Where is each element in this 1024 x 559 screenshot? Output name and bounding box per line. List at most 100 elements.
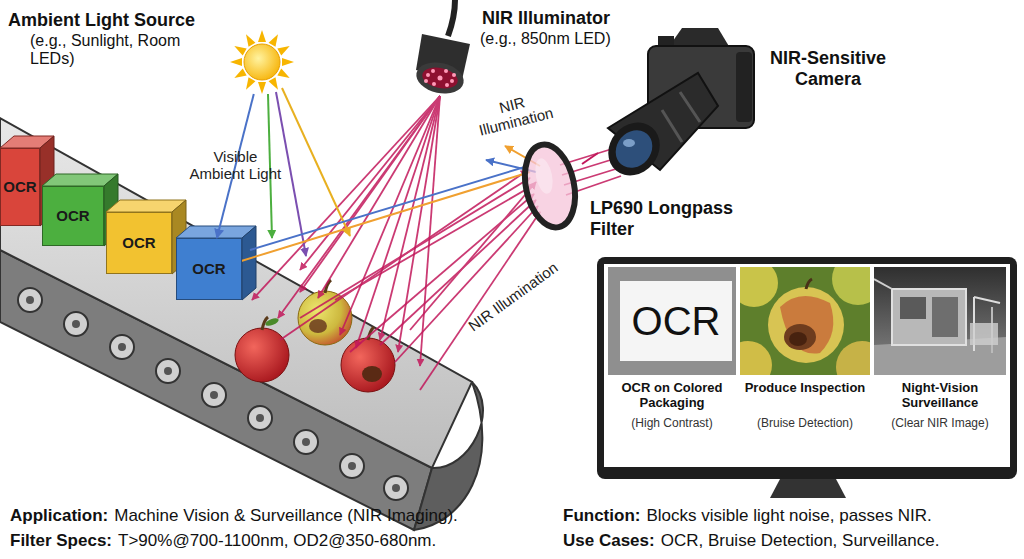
spec-row: Function:Blocks visible light noise, pas… bbox=[563, 506, 932, 526]
longpass-filter-art bbox=[518, 138, 582, 234]
roller-hub bbox=[164, 367, 172, 375]
screen-panel-art bbox=[806, 279, 812, 289]
screen-panel-art bbox=[874, 267, 1006, 375]
longpass-filter-art bbox=[532, 157, 555, 196]
filter-title: LP690 Longpass Filter bbox=[590, 198, 740, 239]
spec-row: Filter Specs: T>90%@700-1100nm, OD2@350-6… bbox=[10, 531, 436, 551]
box-side-face bbox=[242, 226, 256, 300]
belt-roller bbox=[248, 406, 272, 430]
screen-panel-art bbox=[932, 297, 958, 337]
illuminator-cable bbox=[448, 0, 455, 36]
illuminator-note: (e.g., 850nm LED) bbox=[480, 30, 611, 48]
box-label: OCR bbox=[43, 187, 103, 245]
roller-hub bbox=[210, 391, 218, 399]
screen-panel-art bbox=[900, 297, 926, 319]
belt-roller bbox=[156, 359, 180, 383]
camera: NIR-Sensitive Camera bbox=[598, 18, 758, 178]
nir-illuminator-art bbox=[452, 73, 456, 77]
package-box: OCR bbox=[0, 148, 40, 226]
camera-art bbox=[623, 139, 635, 147]
spec-key: Use Cases: bbox=[563, 531, 655, 551]
light-source-art bbox=[258, 82, 266, 94]
screen-panel-art bbox=[780, 296, 833, 354]
nir-ray bbox=[398, 96, 440, 352]
camera-art bbox=[662, 110, 682, 142]
nir-ray bbox=[318, 96, 440, 298]
roller-hub bbox=[392, 484, 400, 492]
roller-hub bbox=[302, 438, 310, 446]
spec-row: Application:Machine Vision & Surveillanc… bbox=[10, 506, 458, 526]
panel-subcaption: (Clear NIR Image) bbox=[874, 417, 1006, 431]
screen-panel-art bbox=[874, 279, 892, 289]
nir-illuminator-art bbox=[408, 30, 480, 102]
nir-illuminator-art bbox=[413, 58, 466, 97]
apple bbox=[264, 317, 279, 327]
package-box: OCR bbox=[42, 186, 104, 246]
screen-panel-art bbox=[740, 341, 772, 375]
spec-key: Filter Specs: bbox=[10, 531, 112, 551]
light-source-art bbox=[230, 30, 294, 94]
spec-key: Application: bbox=[10, 506, 108, 526]
nir-illuminator-art bbox=[431, 69, 435, 73]
screen-panel-art bbox=[608, 267, 736, 375]
light-source-art bbox=[230, 58, 242, 66]
panel-caption: Night-Vision Surveillance bbox=[874, 381, 1006, 411]
light-source-art bbox=[258, 30, 266, 42]
package-box: OCR bbox=[106, 212, 172, 274]
ocr-sample: OCR bbox=[620, 281, 732, 361]
longpass-filter-art bbox=[518, 138, 582, 234]
belt-roller bbox=[202, 383, 226, 407]
light-source-art bbox=[243, 77, 256, 91]
light-source-art bbox=[269, 32, 282, 46]
camera-art bbox=[608, 123, 660, 175]
light-source-art bbox=[230, 30, 294, 94]
light-source-art bbox=[243, 32, 256, 46]
package-box: OCR bbox=[176, 238, 242, 300]
roller-hub bbox=[348, 462, 356, 470]
camera-title: NIR-Sensitive Camera bbox=[762, 48, 894, 89]
light-source-art bbox=[230, 30, 294, 94]
visible-ray bbox=[282, 88, 350, 236]
screen-panel-art bbox=[836, 341, 870, 375]
camera-art bbox=[736, 52, 752, 122]
nir-ray bbox=[252, 96, 440, 366]
screen-panel-art bbox=[974, 297, 1000, 303]
nir-illuminator-art bbox=[420, 64, 459, 91]
screen-panel: Produce Inspection(Bruise Detection) bbox=[740, 267, 870, 461]
longpass-filter-art bbox=[518, 140, 582, 232]
monitor bbox=[604, 264, 1010, 467]
light-source-art bbox=[232, 43, 246, 56]
nir-ray bbox=[420, 96, 440, 366]
ray-label: NIR Illumination bbox=[447, 246, 578, 348]
ray-label: NIR Illumination bbox=[463, 85, 564, 142]
apple bbox=[298, 291, 352, 345]
panel-subcaption: (Bruise Detection) bbox=[740, 417, 870, 431]
apple bbox=[341, 338, 395, 392]
belt-roller bbox=[64, 312, 88, 336]
light-source-art bbox=[282, 58, 294, 66]
belt-roller bbox=[18, 288, 408, 500]
screen-panel-art bbox=[874, 267, 1006, 375]
spec-value: Blocks visible light noise, passes NIR. bbox=[646, 506, 931, 526]
screen-panel-art bbox=[892, 289, 966, 345]
belt-roller bbox=[110, 335, 134, 359]
illuminator-title: NIR Illuminator bbox=[482, 8, 610, 29]
belt-roller bbox=[18, 288, 42, 312]
reflected-ray bbox=[335, 186, 532, 300]
screen-panel-art bbox=[768, 287, 844, 363]
camera-art bbox=[598, 18, 758, 178]
light-source-art bbox=[277, 69, 291, 82]
light-source-art bbox=[269, 77, 282, 91]
conveyor-belt bbox=[0, 118, 472, 468]
box-label: OCR bbox=[177, 239, 241, 299]
nir-illuminator-art bbox=[408, 30, 480, 102]
camera-art bbox=[680, 92, 700, 122]
monitor bbox=[597, 257, 1017, 498]
edge-label: Visible Ambient Light bbox=[185, 148, 285, 183]
spec-value: T>90%@700-1100nm, OD2@350-680nm. bbox=[118, 531, 436, 551]
apple bbox=[362, 366, 382, 382]
screen-panel-art bbox=[784, 324, 816, 350]
